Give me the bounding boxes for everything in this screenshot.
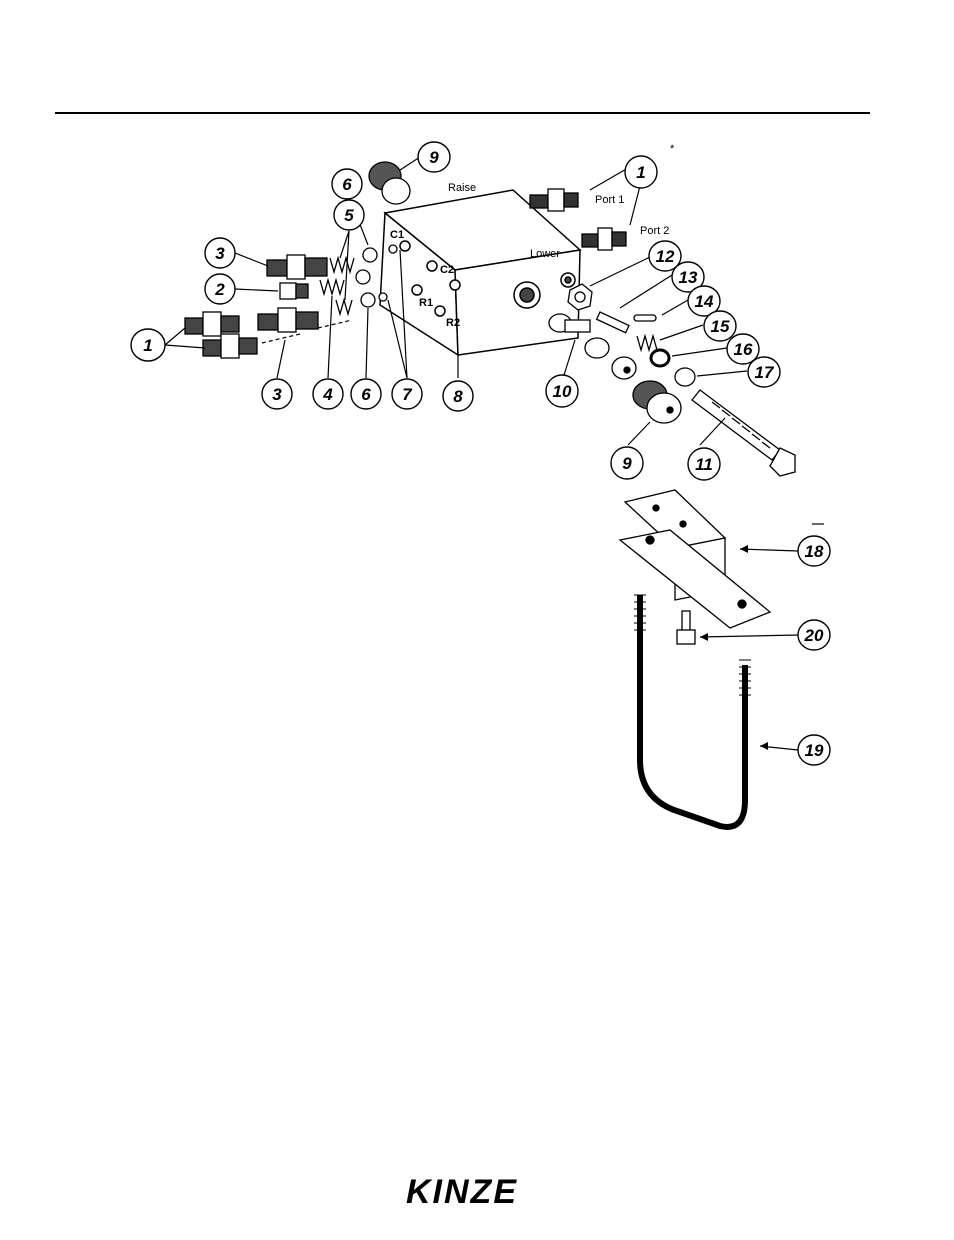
callout-3-upper-text: 3 <box>215 244 225 263</box>
callout-4: 4 <box>313 379 343 409</box>
fitting-1-lower <box>203 334 257 358</box>
fitting-1-upper <box>185 312 239 336</box>
callout-4-text: 4 <box>322 385 333 404</box>
spring-4 <box>320 280 344 294</box>
callout-15-text: 15 <box>711 317 730 336</box>
ball-7-lower <box>379 293 387 301</box>
callout-18: 18 <box>798 536 830 566</box>
callout-9-top: 9 <box>418 142 450 172</box>
callout-13-text: 13 <box>679 268 698 287</box>
callout-3-upper: 3 <box>205 238 235 268</box>
callout-8-text: 8 <box>453 387 463 406</box>
ball-6-middle <box>356 270 370 284</box>
label-asterisk: * <box>670 143 675 155</box>
callout-1-right: 1 <box>625 156 657 188</box>
label-port1: Port 1 <box>595 194 624 206</box>
fitting-3-upper <box>267 255 327 279</box>
fitting-port1 <box>530 189 578 211</box>
fitting-2 <box>280 283 308 299</box>
callout-3-lower: 3 <box>262 379 292 409</box>
label-c2: C2 <box>440 264 454 276</box>
callout-20-text: 20 <box>804 626 824 645</box>
callout-6-top-text: 6 <box>342 175 352 194</box>
callout-5: 5 <box>334 200 364 230</box>
callout-1-left-text: 1 <box>143 336 152 355</box>
callout-7: 7 <box>392 379 422 409</box>
label-c1: C1 <box>390 229 404 241</box>
callout-17-text: 17 <box>755 363 775 382</box>
callout-1-left: 1 <box>131 329 165 361</box>
ball-6-lower <box>361 293 375 307</box>
spring-5-lower <box>336 300 352 314</box>
bolt-20 <box>677 611 695 644</box>
callout-20: 20 <box>798 620 830 650</box>
spring-5-upper <box>330 258 354 272</box>
callout-3-lower-text: 3 <box>272 385 282 404</box>
callout-17: 17 <box>748 357 780 387</box>
callout-10: 10 <box>546 375 578 407</box>
valve-block <box>380 190 580 355</box>
callout-8: 8 <box>443 381 473 411</box>
callout-19: 19 <box>798 735 830 765</box>
callout-12-text: 12 <box>656 247 675 266</box>
callout-15: 15 <box>704 311 736 341</box>
callout-1-right-text: 1 <box>636 163 645 182</box>
callout-7-text: 7 <box>402 385 413 404</box>
kinze-logo: KINZE <box>406 1173 518 1211</box>
callout-6-bottom-text: 6 <box>361 385 371 404</box>
pin-14 <box>634 315 656 321</box>
fitting-port2 <box>582 228 626 250</box>
washer-17 <box>675 368 695 386</box>
spring-15 <box>637 336 657 350</box>
plug-bottom <box>633 381 681 423</box>
ball-7-upper <box>389 245 397 253</box>
callout-14-text: 14 <box>695 292 714 311</box>
ball-6-upper <box>363 248 377 262</box>
label-lower: Lower <box>530 248 560 260</box>
callout-9-top-text: 9 <box>429 148 439 167</box>
label-r2: R2 <box>446 317 460 329</box>
oring-16 <box>651 350 669 366</box>
pin-13 <box>597 312 629 333</box>
callout-9-bottom: 9 <box>611 447 643 479</box>
label-r1: R1 <box>419 297 433 309</box>
callout-6-bottom: 6 <box>351 379 381 409</box>
callout-11-text: 11 <box>695 455 713 474</box>
kinze-logo-text: KINZE <box>406 1173 518 1211</box>
callout-11: 11 <box>688 448 720 480</box>
callout-16-text: 16 <box>734 340 753 359</box>
callout-9-bottom-text: 9 <box>622 454 632 473</box>
callout-10-text: 10 <box>553 382 572 401</box>
callout-2: 2 <box>205 274 235 304</box>
callout-6-top: 6 <box>332 169 362 199</box>
fitting-3-lower <box>258 308 318 332</box>
label-raise: Raise <box>448 182 476 194</box>
callout-18-text: 18 <box>805 542 824 561</box>
plug-top <box>369 162 410 204</box>
callout-5-text: 5 <box>344 206 354 225</box>
label-port2: Port 2 <box>640 225 669 237</box>
callout-2-text: 2 <box>214 280 225 299</box>
callout-19-text: 19 <box>805 741 824 760</box>
